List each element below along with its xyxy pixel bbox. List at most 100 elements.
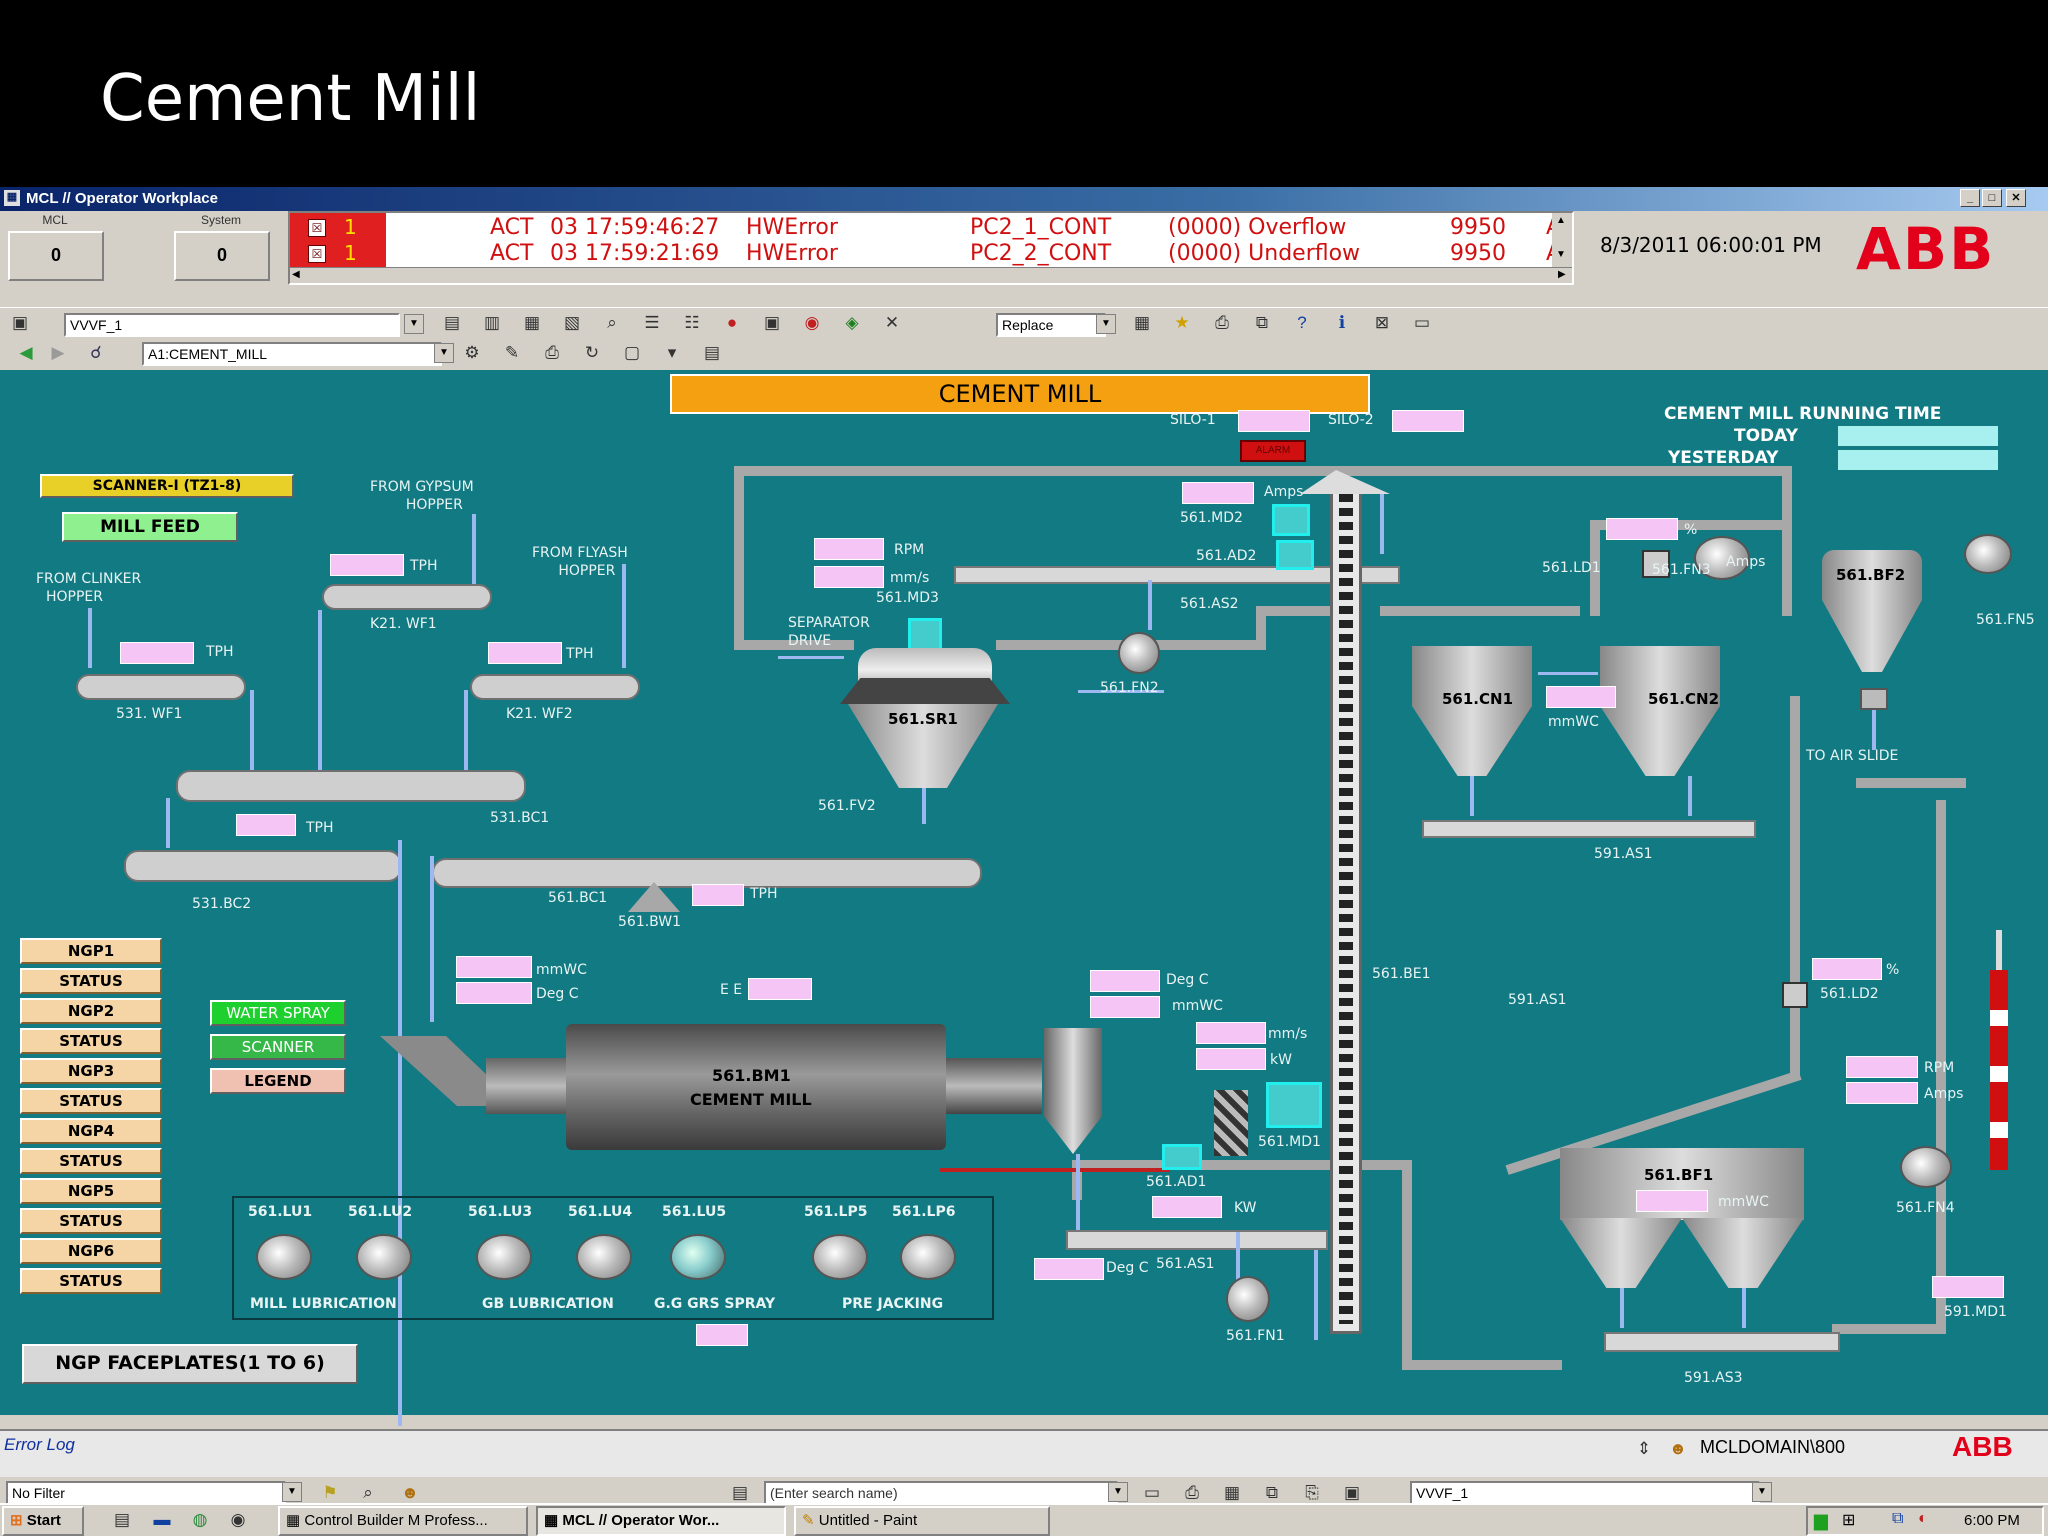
grid-icon[interactable]: ▦ xyxy=(523,313,541,332)
ngp-button-ngp2[interactable]: NGP2 xyxy=(20,998,162,1024)
mcl-counter[interactable]: MCL 0 xyxy=(4,213,106,285)
display-icon[interactable]: ▦ xyxy=(1133,313,1151,332)
cn2-cone[interactable] xyxy=(1600,706,1720,776)
scanner-button[interactable]: SCANNER-I (TZ1-8) xyxy=(40,474,294,498)
fn4-amps-value[interactable] xyxy=(1846,1082,1918,1104)
alarm-hscrollbar[interactable]: ◀ ▶ xyxy=(290,267,1572,283)
ngp-status-button[interactable]: STATUS xyxy=(20,1028,162,1054)
window-titlebar[interactable]: ▦ MCL // Operator Workplace _ □ ✕ xyxy=(0,187,2048,211)
back-icon[interactable]: ◀ xyxy=(19,343,33,362)
fb-grid-icon[interactable]: ▦ xyxy=(1223,1483,1241,1502)
bf1-cone-1[interactable] xyxy=(1560,1218,1682,1288)
silo1-value[interactable] xyxy=(1238,410,1310,432)
silo-alarm-indicator[interactable]: ALARM xyxy=(1240,440,1306,462)
fn4-rpm-value[interactable] xyxy=(1846,1056,1918,1078)
fn3-pct-value[interactable] xyxy=(1606,518,1678,540)
wf531-feeder[interactable] xyxy=(76,674,246,700)
as3-airslide[interactable] xyxy=(1604,1332,1840,1352)
object-icon[interactable]: ▣ xyxy=(11,313,29,332)
minimize-button[interactable]: _ xyxy=(1960,189,1980,207)
graphic-icon[interactable]: ◈ xyxy=(845,313,859,332)
view-icon[interactable]: ▤ xyxy=(443,313,461,332)
quicklaunch-browser-icon[interactable]: ◍ xyxy=(192,1510,208,1529)
bf2-rotary-valve[interactable] xyxy=(1860,688,1888,710)
md1-591-value[interactable] xyxy=(1932,1276,2004,1298)
object-combo-lower[interactable]: VVVF_1 xyxy=(1410,1481,1760,1505)
scroll-down-icon[interactable]: ▼ xyxy=(1556,249,1566,260)
alarm-checkbox-icon[interactable]: ☒ xyxy=(308,219,326,237)
lube-pump-icon[interactable] xyxy=(356,1234,412,1280)
search-icon[interactable]: ⌕ xyxy=(363,1483,373,1502)
fn4-fan-icon[interactable] xyxy=(1900,1146,1952,1188)
ngp-button-ngp4[interactable]: NGP4 xyxy=(20,1118,162,1144)
ngp-status-button[interactable]: STATUS xyxy=(20,1088,162,1114)
table-icon[interactable]: ☷ xyxy=(684,313,700,332)
system-counter[interactable]: System 0 xyxy=(170,213,272,285)
wf531-tph-value[interactable] xyxy=(120,642,194,664)
scroll-right-icon[interactable]: ▶ xyxy=(1558,269,1566,280)
as1-591-airslide[interactable] xyxy=(1422,820,1756,838)
error-log-bar[interactable]: Error Log MCLDOMAIN\800 ABB ⇕ ☻ xyxy=(0,1429,2048,1477)
bf1-cone-2[interactable] xyxy=(1682,1218,1804,1288)
fn1-fan-icon[interactable] xyxy=(1226,1276,1270,1322)
ad1-motor-icon[interactable] xyxy=(1162,1144,1202,1170)
ad1-kw-value[interactable] xyxy=(1152,1196,1222,1218)
replace-combo[interactable]: Replace xyxy=(996,313,1106,337)
as1-degc-value[interactable] xyxy=(1034,1258,1104,1280)
tray-volume-icon[interactable]: ◐ xyxy=(1918,1510,1928,1527)
faceplate-icon[interactable]: ▣ xyxy=(763,313,781,332)
quicklaunch-media-icon[interactable]: ◉ xyxy=(230,1510,246,1529)
close-button[interactable]: ✕ xyxy=(2006,189,2026,207)
flag-icon[interactable]: ⚑ xyxy=(322,1483,338,1502)
chevron-down-icon[interactable]: ▼ xyxy=(434,343,454,363)
md1-motor-icon[interactable] xyxy=(1266,1082,1322,1128)
md2-amps-value[interactable] xyxy=(1182,482,1254,504)
as2-airslide[interactable] xyxy=(954,566,1400,584)
fb-export-icon[interactable]: ⎘ xyxy=(1305,1483,1319,1502)
as1-airslide[interactable] xyxy=(1066,1230,1328,1250)
water-spray-button[interactable]: WATER SPRAY xyxy=(210,1000,346,1026)
panel-icon[interactable]: ▧ xyxy=(563,313,581,332)
fn2-fan-icon[interactable] xyxy=(1118,632,1160,674)
lube-pump-icon[interactable] xyxy=(812,1234,868,1280)
cn-mmwc-value[interactable] xyxy=(1546,686,1616,708)
outlet-degc-value[interactable] xyxy=(1090,970,1160,992)
bf2-cone[interactable] xyxy=(1822,600,1922,672)
record-icon[interactable]: ● xyxy=(726,313,738,332)
ngp-status-button[interactable]: STATUS xyxy=(20,1148,162,1174)
refresh-icon[interactable]: ↻ xyxy=(584,343,600,362)
ngp-status-button[interactable]: STATUS xyxy=(20,1268,162,1294)
sep-rpm-value[interactable] xyxy=(814,538,884,560)
window-icon[interactable]: ▭ xyxy=(1413,313,1431,332)
ld2-pct-value[interactable] xyxy=(1812,958,1882,980)
start-button[interactable]: ⊞ Start xyxy=(2,1506,84,1536)
list-icon[interactable]: ☰ xyxy=(644,313,660,332)
ngp-button-ngp3[interactable]: NGP3 xyxy=(20,1058,162,1084)
lube-pump-icon[interactable] xyxy=(256,1234,312,1280)
fb-object-icon[interactable]: ▣ xyxy=(1343,1483,1361,1502)
task-control-builder[interactable]: ▦ Control Builder M Profess... xyxy=(278,1506,528,1536)
ngp-status-button[interactable]: STATUS xyxy=(20,968,162,994)
bc531-1-conveyor[interactable] xyxy=(176,770,526,802)
print-preview-icon[interactable]: ⎙ xyxy=(545,343,559,362)
outlet-mmwc-value[interactable] xyxy=(1090,996,1160,1018)
md1-speed-value[interactable] xyxy=(1196,1022,1266,1044)
user-filter-icon[interactable]: ☻ xyxy=(401,1483,419,1502)
task-operator-workplace[interactable]: ▦ MCL // Operator Wor... xyxy=(536,1506,786,1536)
info-icon[interactable]: ℹ xyxy=(1338,313,1346,332)
fn5-fan-icon[interactable] xyxy=(1964,534,2012,574)
k21wf1-tph-value[interactable] xyxy=(330,554,404,576)
md2-motor-icon[interactable] xyxy=(1272,504,1310,536)
alarm-vscrollbar[interactable]: ▲ ▼ xyxy=(1552,213,1572,267)
chevron-down-icon[interactable]: ▼ xyxy=(1108,1482,1128,1502)
bc531-2-conveyor[interactable] xyxy=(124,850,402,882)
quicklaunch-desktop-icon[interactable]: ▤ xyxy=(113,1510,131,1529)
alarm-checkbox-icon[interactable]: ☒ xyxy=(308,245,326,263)
stop-icon[interactable]: ✕ xyxy=(884,313,900,332)
binoculars-icon[interactable]: ☌ xyxy=(90,343,102,362)
tray-network-icon[interactable]: ⧉ xyxy=(1892,1510,1904,1527)
mill-gearbox[interactable] xyxy=(1214,1090,1248,1156)
fb-window-icon[interactable]: ▭ xyxy=(1143,1483,1161,1502)
